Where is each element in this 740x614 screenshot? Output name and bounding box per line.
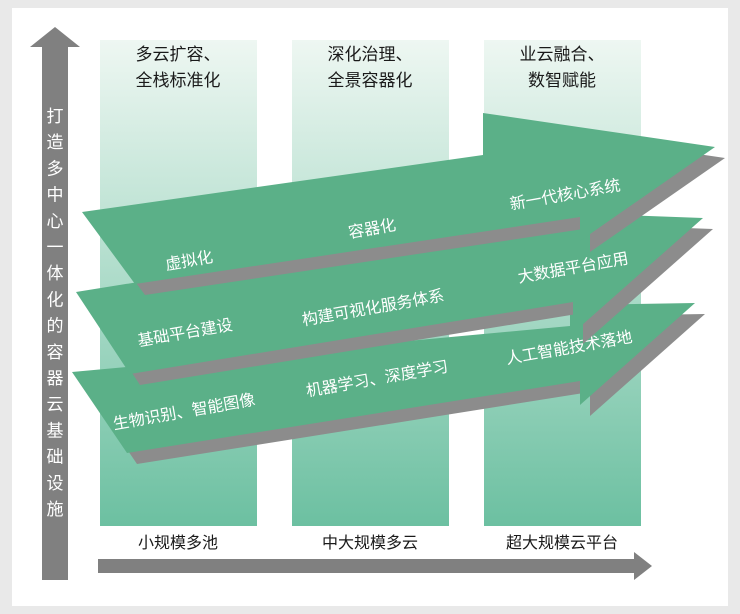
vertical-axis-char: 体 [47, 264, 64, 283]
vertical-axis-char: 基 [47, 421, 64, 440]
band-ai-arrow [72, 303, 695, 453]
svg-text:深化治理、: 深化治理、 [328, 45, 413, 64]
vertical-axis-char: 云 [47, 395, 64, 414]
svg-text:中大规模多云: 中大规模多云 [322, 534, 418, 552]
vertical-axis-char: 中 [47, 186, 64, 205]
column-footer-1: 小规模多池 [100, 526, 257, 558]
svg-text:超大规模云平台: 超大规模云平台 [506, 534, 618, 552]
svg-text:全栈标准化: 全栈标准化 [136, 71, 221, 90]
column-footer-2: 中大规模多云 [292, 526, 449, 558]
vertical-axis-char: 多 [47, 159, 64, 178]
vertical-axis-char: 设 [47, 474, 64, 493]
column-footer-3: 超大规模云平台 [484, 526, 641, 558]
band-virtualization: 虚拟化 容器化 新一代核心系统 [82, 113, 725, 295]
column-heading-3: 业云融合、 数智赋能 [520, 45, 605, 90]
band-bigdata: 基础平台建设 构建可视化服务体系 大数据平台应用 [76, 213, 713, 385]
band-virtualization-arrow [82, 113, 715, 284]
vertical-axis-char: 器 [47, 369, 64, 388]
vertical-axis-char: 施 [47, 500, 64, 519]
horizontal-axis-arrow [98, 552, 652, 580]
vertical-axis-char: 的 [47, 317, 64, 336]
column-heading-1: 多云扩容、 全栈标准化 [136, 45, 221, 90]
vertical-axis-char: 心 [47, 212, 64, 231]
vertical-axis-char: 打 [47, 107, 64, 126]
column-heading-2: 深化治理、 全景容器化 [328, 45, 413, 90]
vertical-axis-char: 容 [47, 343, 64, 362]
svg-text:全景容器化: 全景容器化 [328, 71, 413, 90]
vertical-axis-char: 础 [47, 448, 64, 467]
svg-text:业云融合、: 业云融合、 [520, 45, 605, 64]
svg-text:多云扩容、: 多云扩容、 [136, 45, 221, 64]
band-ai: 生物识别、智能图像 机器学习、深度学习 人工智能技术落地 [72, 303, 705, 464]
band-bigdata-arrow [76, 213, 703, 374]
vertical-axis-char: 化 [47, 290, 64, 309]
svg-text:小规模多池: 小规模多池 [138, 534, 218, 552]
vertical-axis-char: 一 [47, 238, 64, 257]
svg-text:数智赋能: 数智赋能 [528, 71, 596, 90]
vertical-axis-char: 造 [47, 133, 64, 152]
vertical-axis-arrow [30, 27, 80, 580]
